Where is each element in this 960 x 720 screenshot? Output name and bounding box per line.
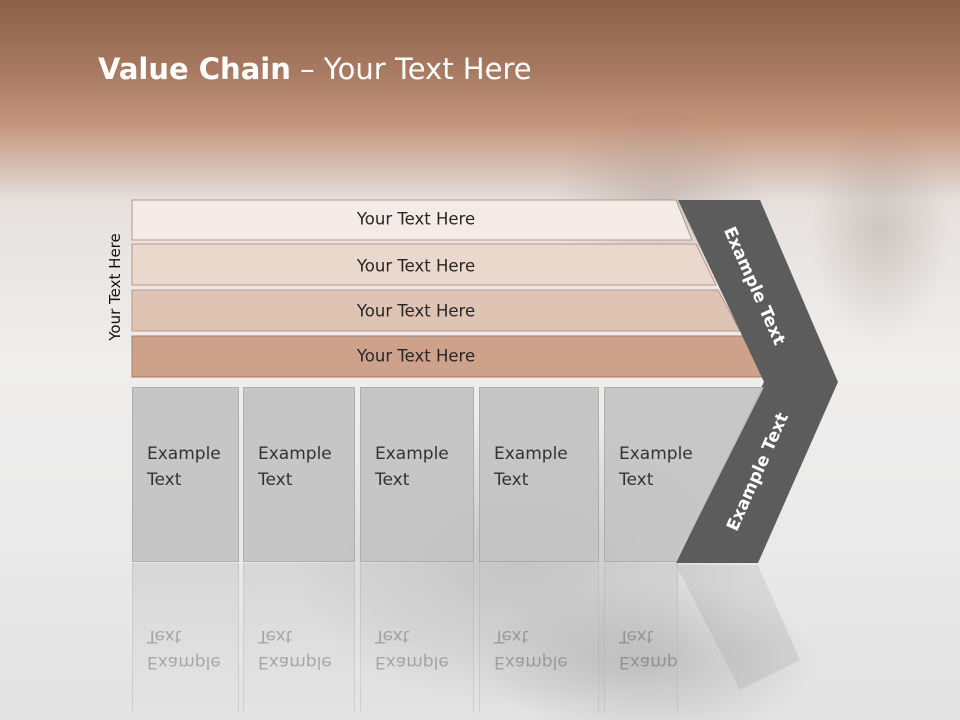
column-reflection-2-label: Example Text <box>258 626 332 672</box>
column-reflection-4-label: Example Text <box>494 626 568 672</box>
column-reflection-4: Example Text <box>479 563 599 713</box>
column-reflection-2: Example Text <box>243 563 355 713</box>
column-box-3: Example Text <box>360 387 474 562</box>
column-box-2: Example Text <box>243 387 355 562</box>
band-2-label: Your Text Here <box>356 256 476 276</box>
band-4-label: Your Text Here <box>356 346 476 366</box>
column-box-1: Example Text <box>132 387 239 562</box>
column-reflection-5-label: Example Text <box>619 626 678 672</box>
column-reflection-1: Example Text <box>132 563 239 713</box>
title-rest: – Your Text Here <box>290 52 532 86</box>
column-box-1-label: Example Text <box>147 444 221 490</box>
chevron-lower <box>676 382 838 563</box>
band-2 <box>131 243 717 286</box>
chevron-reflection <box>676 565 800 690</box>
column-box-3-label: Example Text <box>375 444 449 490</box>
chevron-upper <box>678 200 838 382</box>
column-box-2-label: Example Text <box>258 444 332 490</box>
column-reflection-1-label: Example Text <box>147 626 221 672</box>
band-3-label: Your Text Here <box>356 301 476 321</box>
title-bold: Value Chain <box>98 52 291 86</box>
column-box-5-label: Example Text <box>619 444 693 490</box>
column-box-4: Example Text <box>479 387 599 562</box>
column-reflection-3-label: Example Text <box>375 626 449 672</box>
column-reflection-5: Example Text <box>604 563 678 713</box>
column-box-4-label: Example Text <box>494 444 568 490</box>
column-reflection-3: Example Text <box>360 563 474 713</box>
band-1-label: Your Text Here <box>356 209 476 229</box>
slide-title: Value Chain – Your Text Here <box>98 52 532 86</box>
band-1 <box>131 199 693 241</box>
